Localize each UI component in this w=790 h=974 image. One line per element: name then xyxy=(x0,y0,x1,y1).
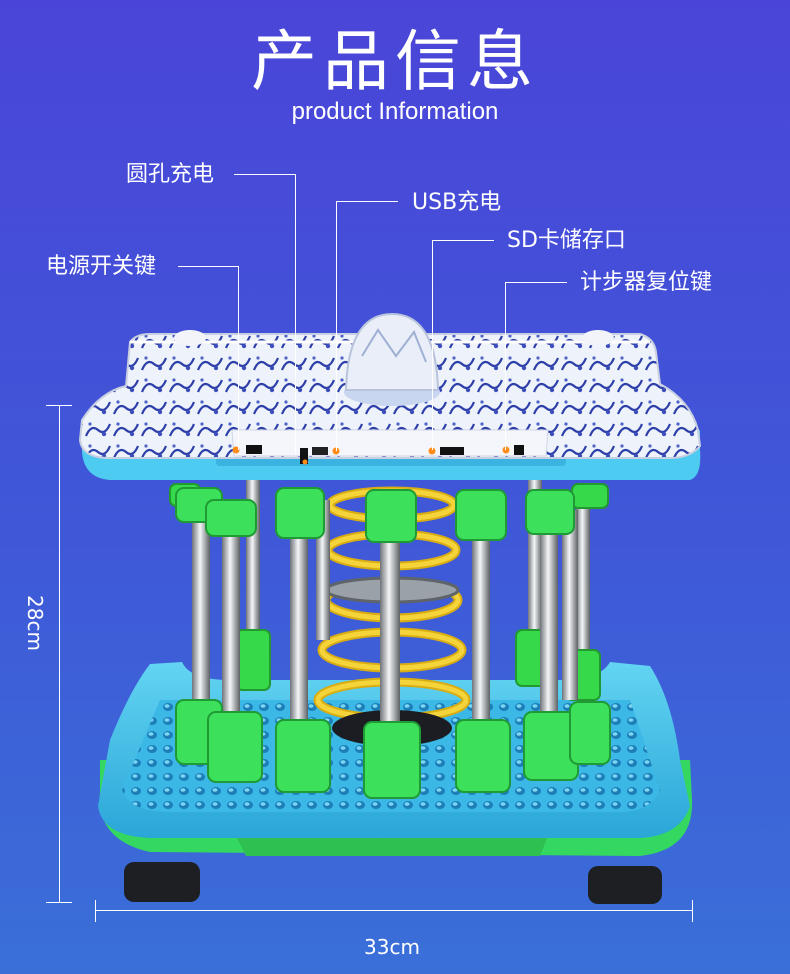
height-dimension-cap-top xyxy=(46,405,72,406)
callout-pedometer-reset: 计步器复位键 xyxy=(580,270,713,295)
callout-usb-charge: USB充电 xyxy=(412,190,502,215)
width-dimension-line xyxy=(95,910,693,911)
height-dimension-label: 28cm xyxy=(23,595,47,651)
page-title: 产品信息 xyxy=(251,23,539,100)
leader-power-v xyxy=(238,266,239,450)
width-dimension-label: 33cm xyxy=(364,935,420,959)
leader-sd-h xyxy=(432,240,494,241)
callout-power-switch: 电源开关键 xyxy=(46,254,157,279)
page-subtitle: product Information xyxy=(291,98,499,125)
callout-sd-card-slot: SD卡储存口 xyxy=(507,228,626,253)
leader-reset-h xyxy=(505,282,567,283)
leader-power-h xyxy=(178,266,238,267)
leader-round-hole-h xyxy=(234,174,296,175)
width-dimension-cap-left xyxy=(95,900,96,922)
callout-round-hole-charge: 圆孔充电 xyxy=(126,162,215,187)
leader-usb-h xyxy=(336,201,398,202)
height-dimension-cap-bottom xyxy=(46,902,72,903)
width-dimension-cap-right xyxy=(692,900,693,922)
leader-sd-v xyxy=(432,240,433,450)
leader-round-hole-v xyxy=(295,174,296,454)
height-dimension-line xyxy=(59,405,60,902)
leader-usb-v xyxy=(336,201,337,451)
leader-reset-v xyxy=(505,282,506,450)
